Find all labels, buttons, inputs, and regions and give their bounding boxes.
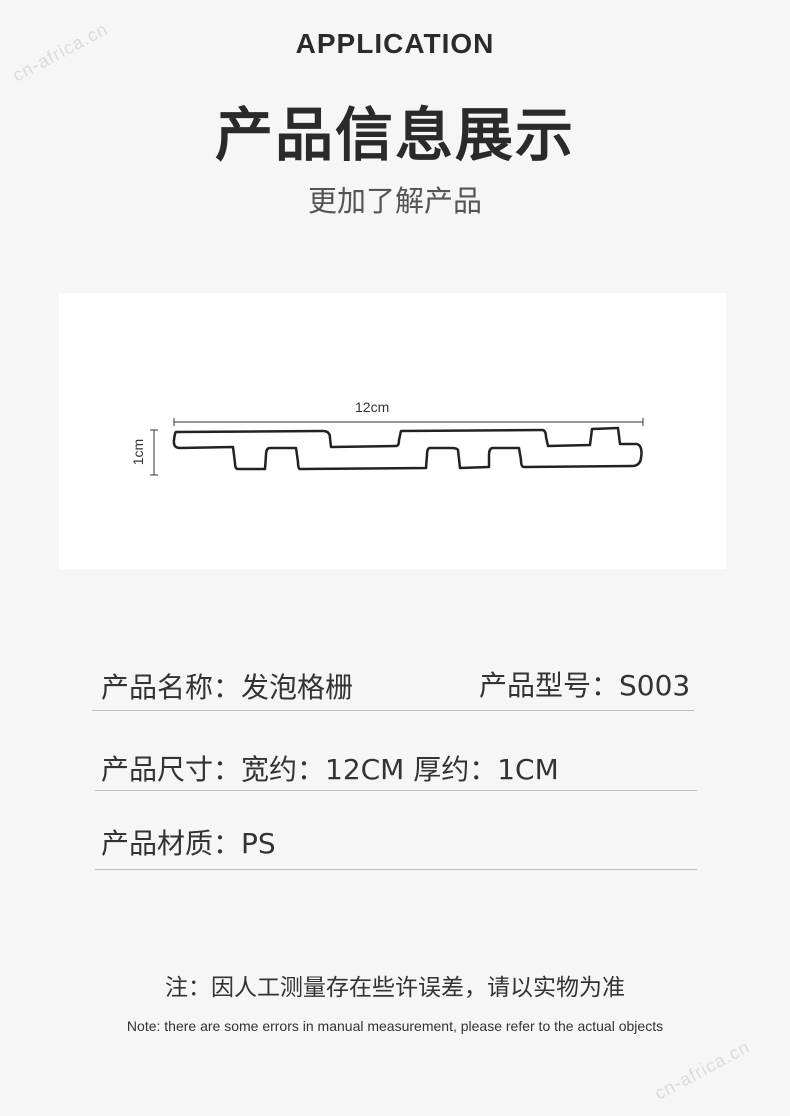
product-size: 产品尺寸：宽约：12CM 厚约：1CM <box>101 753 559 786</box>
watermark-bottom: cn-africa.cn <box>651 1036 754 1104</box>
page-subtitle: 更加了解产品 <box>307 184 482 218</box>
divider-1 <box>92 710 694 711</box>
width-label: 12cm <box>355 399 390 415</box>
disclaimer-en: Note: there are some errors in manual me… <box>126 1018 664 1034</box>
height-label: 1cm <box>130 438 147 466</box>
profile-diagram-panel <box>59 293 726 569</box>
product-model: 产品型号：S003 <box>479 669 691 702</box>
product-material: 产品材质：PS <box>101 827 276 860</box>
product-name: 产品名称：发泡格栅 <box>101 671 354 704</box>
disclaimer-cn: 注：因人工测量存在些许误差，请以实物为准 <box>165 975 625 1001</box>
divider-2 <box>95 790 697 791</box>
section-eyebrow: APPLICATION <box>295 28 495 59</box>
page-title: 产品信息展示 <box>214 101 575 169</box>
divider-3 <box>95 869 697 870</box>
